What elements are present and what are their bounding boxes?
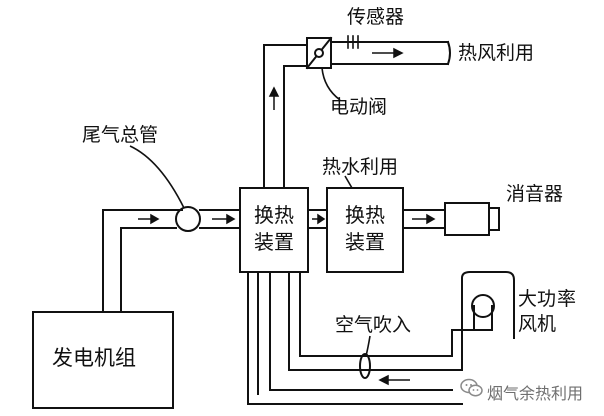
label-sensor: 传感器 <box>347 6 405 28</box>
pipe-between-exchangers <box>307 209 328 229</box>
label-generator-set: 发电机组 <box>52 346 136 370</box>
flow-arrow-exchanger-in <box>212 213 236 225</box>
watermark-text: 烟气余热利用 <box>487 384 584 403</box>
flow-arrow-between <box>312 213 326 225</box>
electric-valve <box>305 36 333 70</box>
label-hot-water-use: 热水利用 <box>322 156 399 178</box>
label-air-blow-in: 空气吹入 <box>335 314 412 336</box>
label-electric-valve: 电动阀 <box>330 96 388 118</box>
exchanger-1-label-line1: 换热 <box>254 203 294 227</box>
flow-arrow-exhaust <box>138 213 160 225</box>
exchanger-2-label: 换热 装置 <box>335 202 395 256</box>
hot-air-riser-duct <box>263 44 308 189</box>
flow-arrow-muffler <box>412 213 436 225</box>
label-high-power-fan-line2: 率 <box>557 288 577 310</box>
air-supply-ducts <box>247 271 463 405</box>
flow-arrow-air-return <box>378 374 410 386</box>
leader-electric-valve <box>321 67 341 101</box>
air-inlet-port <box>359 353 371 379</box>
heat-exchanger-1-box <box>239 187 309 273</box>
exchanger-2-label-line2: 装置 <box>345 230 385 254</box>
heat-exchanger-2-box <box>326 187 404 273</box>
exchanger-1-label-line2: 装置 <box>254 230 294 254</box>
pipe-to-muffler <box>402 209 446 229</box>
leader-air-blow-in <box>365 335 371 357</box>
exchanger-2-label-line1: 换热 <box>345 203 385 227</box>
flow-arrow-hot-air <box>372 47 404 59</box>
high-power-fan <box>451 271 515 339</box>
label-high-power-fan-line1: 大功 <box>518 288 557 310</box>
label-high-power-fan-line3: 风机 <box>518 313 557 335</box>
muffler-device <box>444 202 500 236</box>
exchanger-1-label: 换热 装置 <box>244 202 304 256</box>
wechat-logo-icon <box>460 378 483 397</box>
exhaust-main-pipe <box>102 209 183 313</box>
label-exhaust-main-pipe: 尾气总管 <box>82 124 159 146</box>
label-muffler: 消音器 <box>506 183 564 205</box>
leader-exhaust-main <box>129 145 185 209</box>
leader-hot-water <box>344 175 353 189</box>
exhaust-main-valve <box>175 206 201 232</box>
flow-arrow-riser <box>268 86 280 110</box>
label-hot-air-use: 热风利用 <box>458 42 535 64</box>
pipe-to-exchanger-1 <box>199 209 241 229</box>
sensor-probe <box>339 35 365 49</box>
